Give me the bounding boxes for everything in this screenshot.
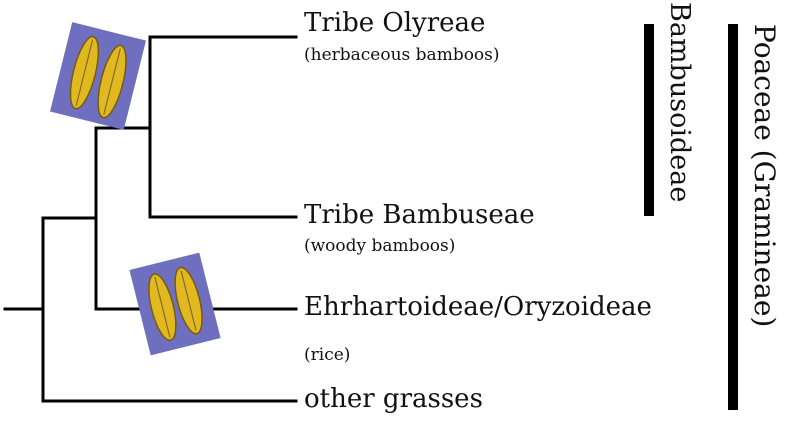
label-poaceae: Poaceae (Gramineae) — [748, 24, 781, 328]
label-bambusoideae: Bambusoideae — [664, 2, 695, 203]
label-ehrhartoideae-common: (rice) — [304, 345, 351, 365]
label-olyreae-common: (herbaceous bamboos) — [304, 45, 500, 65]
label-olyreae: Tribe Olyreae — [304, 8, 486, 38]
label-other-grasses: other grasses — [304, 384, 483, 414]
bambusoideae-bracket — [644, 24, 654, 216]
label-bambuseae-common: (woody bamboos) — [304, 236, 456, 256]
label-bambuseae: Tribe Bambuseae — [304, 200, 535, 230]
spikelet-image-rice — [129, 252, 221, 356]
label-ehrhartoideae: Ehrhartoideae/Oryzoideae — [304, 292, 652, 322]
poaceae-bracket — [728, 24, 738, 410]
spikelet-image-bamboo — [50, 22, 146, 130]
